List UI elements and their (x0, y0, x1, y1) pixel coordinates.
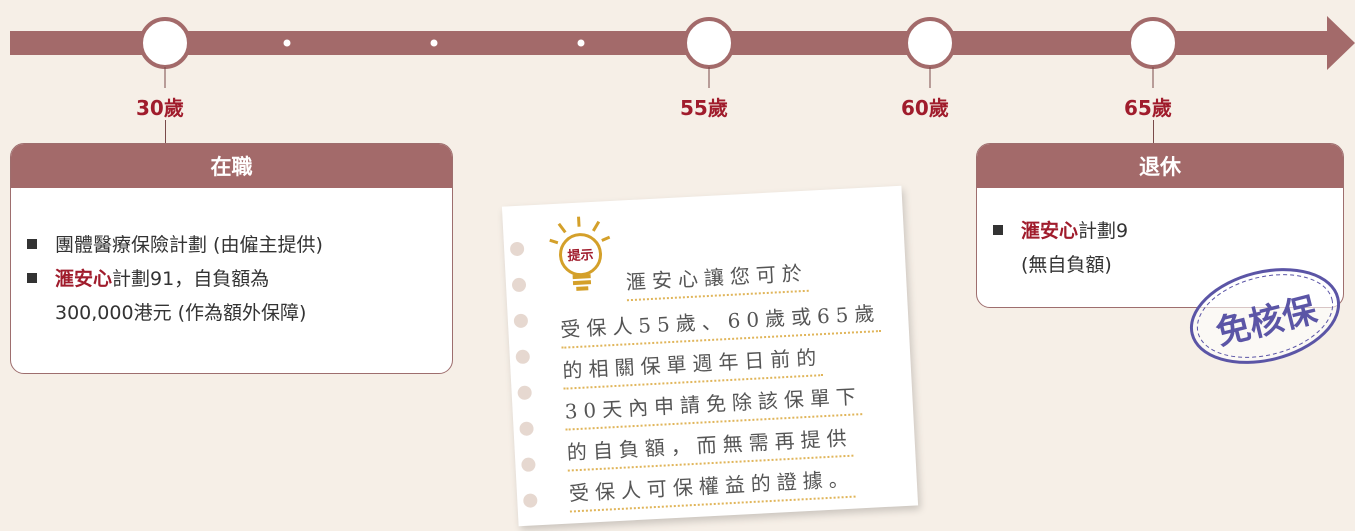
retired-item-continuation: (無自負額) (1021, 254, 1112, 276)
timeline-dot (283, 39, 291, 47)
binder-hole (509, 241, 525, 257)
employed-item-2: 滙安心計劃91，自負額為 (27, 262, 269, 296)
lightbulb-icon (549, 216, 611, 291)
age-label-65: 65歲 (1124, 96, 1172, 120)
square-bullet-icon (27, 238, 37, 249)
timeline-node-55 (683, 17, 735, 69)
no-underwriting-stamp: 免核保 (1174, 244, 1355, 387)
employed-card-title: 在職 (11, 144, 452, 188)
employed-item-1: 團體醫療保險計劃 (由僱主提供) (27, 228, 323, 262)
connector-65 (1153, 120, 1154, 144)
timeline-node-65 (1127, 17, 1179, 69)
connector-30 (165, 120, 166, 144)
brand-name: 滙安心 (1021, 220, 1079, 242)
note-line-6: 受保人可保權益的證據。 (568, 462, 856, 513)
binder-hole (513, 313, 529, 329)
retired-card-title: 退休 (977, 144, 1343, 188)
hint-label: 提示 (567, 247, 594, 265)
binder-hole (522, 493, 538, 508)
note-line-3: 的相關保單週年日前的 (561, 341, 824, 390)
binder-hole (515, 349, 531, 365)
binder-hole (511, 277, 527, 293)
binder-hole (517, 385, 533, 401)
timeline (10, 16, 1355, 88)
timeline-dot (430, 39, 438, 47)
timeline-dot (577, 39, 585, 47)
square-bullet-icon (993, 224, 1003, 235)
note-line-1: 滙安心讓您可於 (625, 256, 809, 302)
timeline-node-60 (904, 17, 956, 69)
note-line-2: 受保人55歲、60歲或65歲 (559, 297, 882, 349)
employed-item-2-continuation: 300,000港元 (作為額外保障) (55, 302, 307, 324)
square-bullet-icon (27, 272, 37, 283)
binder-hole (521, 457, 536, 473)
age-label-55: 55歲 (680, 96, 728, 120)
employed-card: 在職 團體醫療保險計劃 (由僱主提供) 滙安心計劃91，自負額為 300,000… (10, 143, 453, 374)
age-label-30: 30歲 (136, 96, 184, 120)
timeline-arrowhead (1327, 16, 1355, 70)
brand-name: 滙安心 (55, 268, 113, 290)
retired-item-1: 滙安心計劃9 (993, 214, 1128, 248)
stamp-ellipse-icon (1189, 268, 1341, 364)
age-label-60: 60歲 (901, 96, 949, 120)
timeline-bar (10, 31, 1335, 55)
binder-hole (519, 421, 534, 437)
timeline-node-30 (139, 17, 191, 69)
tip-note: 提示 滙安心讓您可於 受保人55歲、60歲或65歲 的相關保單週年日前的 30天… (501, 185, 919, 527)
